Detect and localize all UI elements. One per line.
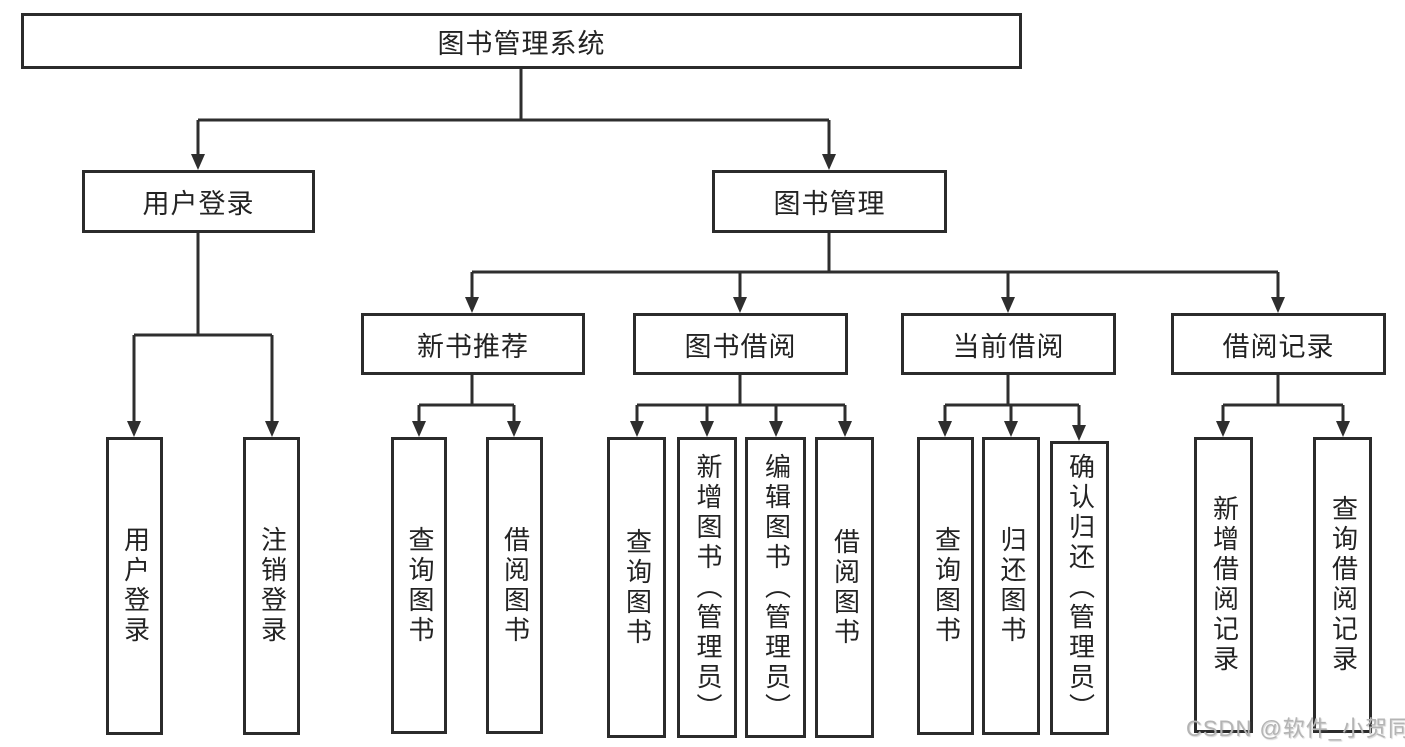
connector-userlogin-to-leaves [127, 233, 279, 437]
node-borrow-records: 借阅记录 [1171, 313, 1386, 375]
csdn-watermark: CSDN @软件_小贺同学 [1186, 716, 1405, 741]
node-leaf-records-query: 查询借阅记录 [1313, 437, 1372, 733]
connector-root-to-level2 [191, 69, 836, 170]
node-leaf-borrow-query: 查询图书 [607, 437, 666, 738]
node-label: 编辑图书（管理员） [761, 452, 792, 723]
node-label: 图书管理系统 [437, 28, 606, 59]
node-root: 图书管理系统 [21, 13, 1022, 69]
node-current-borrow: 当前借阅 [901, 313, 1116, 375]
node-label: 查询图书 [404, 525, 435, 646]
node-label: 用户登录 [142, 189, 255, 219]
node-leaf-borrow-add-admin: 新增图书（管理员） [677, 437, 737, 738]
node-label: 图书管理 [773, 189, 886, 219]
node-label: 查询图书 [622, 527, 653, 648]
node-leaf-current-confirm-admin: 确认归还（管理员） [1050, 441, 1109, 735]
node-label: 查询借阅记录 [1328, 495, 1359, 675]
node-user-login: 用户登录 [82, 170, 315, 233]
node-leaf-newbook-borrow: 借阅图书 [486, 437, 543, 734]
node-label: 新书推荐 [417, 331, 529, 362]
connector-bookmgmt-to-level3 [465, 233, 1285, 313]
node-book-management: 图书管理 [712, 170, 947, 233]
node-label: 用户登录 [120, 526, 151, 646]
node-leaf-borrow-edit-admin: 编辑图书（管理员） [745, 437, 806, 738]
node-leaf-newbook-query: 查询图书 [391, 437, 447, 734]
connector-borrow-to-leaves [630, 375, 852, 437]
node-label: 确认归还（管理员） [1065, 453, 1096, 723]
connector-newbook-to-leaves [412, 375, 521, 437]
connector-current-to-leaves [938, 375, 1086, 441]
node-leaf-user-login: 用户登录 [106, 437, 163, 735]
node-new-book-recommend: 新书推荐 [361, 313, 585, 375]
connector-records-to-leaves [1216, 375, 1350, 437]
node-label: 借阅记录 [1222, 331, 1335, 362]
node-label: 注销登录 [257, 526, 288, 646]
node-label: 新增图书（管理员） [692, 452, 723, 723]
node-label: 归还图书 [996, 526, 1027, 646]
node-leaf-current-query: 查询图书 [917, 437, 974, 735]
node-label: 当前借阅 [952, 331, 1065, 362]
node-label: 借阅图书 [500, 525, 531, 646]
node-label: 新增借阅记录 [1209, 495, 1240, 675]
node-leaf-records-add: 新增借阅记录 [1194, 437, 1253, 733]
node-label: 图书借阅 [684, 331, 797, 362]
node-book-borrow: 图书借阅 [633, 313, 848, 375]
node-leaf-borrow-book: 借阅图书 [815, 437, 874, 738]
node-leaf-current-return: 归还图书 [982, 437, 1040, 735]
node-label: 查询图书 [931, 526, 962, 646]
node-label: 借阅图书 [830, 527, 861, 648]
node-leaf-logout: 注销登录 [243, 437, 300, 735]
